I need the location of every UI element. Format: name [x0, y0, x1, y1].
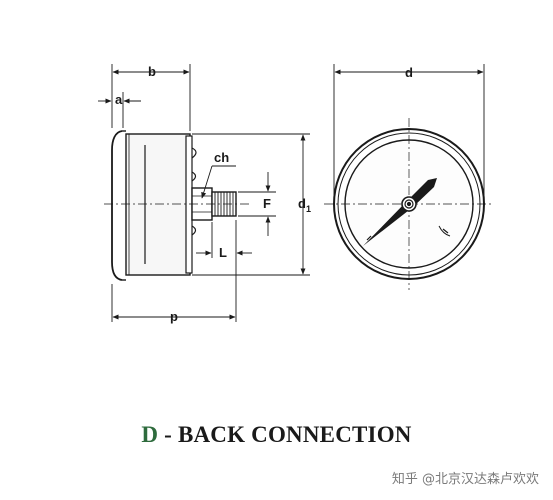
side-dimensions — [98, 64, 310, 322]
gauge-needle — [363, 178, 437, 246]
bezel-outline — [111, 130, 123, 281]
dim-label-d: d — [405, 65, 413, 80]
dim-label-ch: ch — [214, 150, 229, 165]
case-body — [125, 133, 191, 276]
dim-label-b: b — [148, 64, 156, 79]
front-view — [324, 118, 494, 290]
dim-label-d1-main: d — [298, 196, 306, 211]
front-dimensions — [333, 64, 485, 200]
watermark: 知乎 @北京汉达森卢欢欢 — [391, 472, 539, 487]
dim-label-d1: d1 — [298, 196, 311, 214]
side-view — [104, 130, 250, 281]
caption-letter: D — [141, 422, 159, 447]
dim-label-l: L — [219, 245, 227, 260]
dim-label-a: a — [115, 92, 123, 107]
dim-label-f: F — [263, 196, 271, 211]
caption-text: - BACK CONNECTION — [158, 422, 412, 447]
dim-label-p: p — [170, 309, 178, 324]
dim-label-d1-sub: 1 — [306, 204, 311, 214]
figure-caption: D - BACK CONNECTION — [0, 422, 553, 448]
